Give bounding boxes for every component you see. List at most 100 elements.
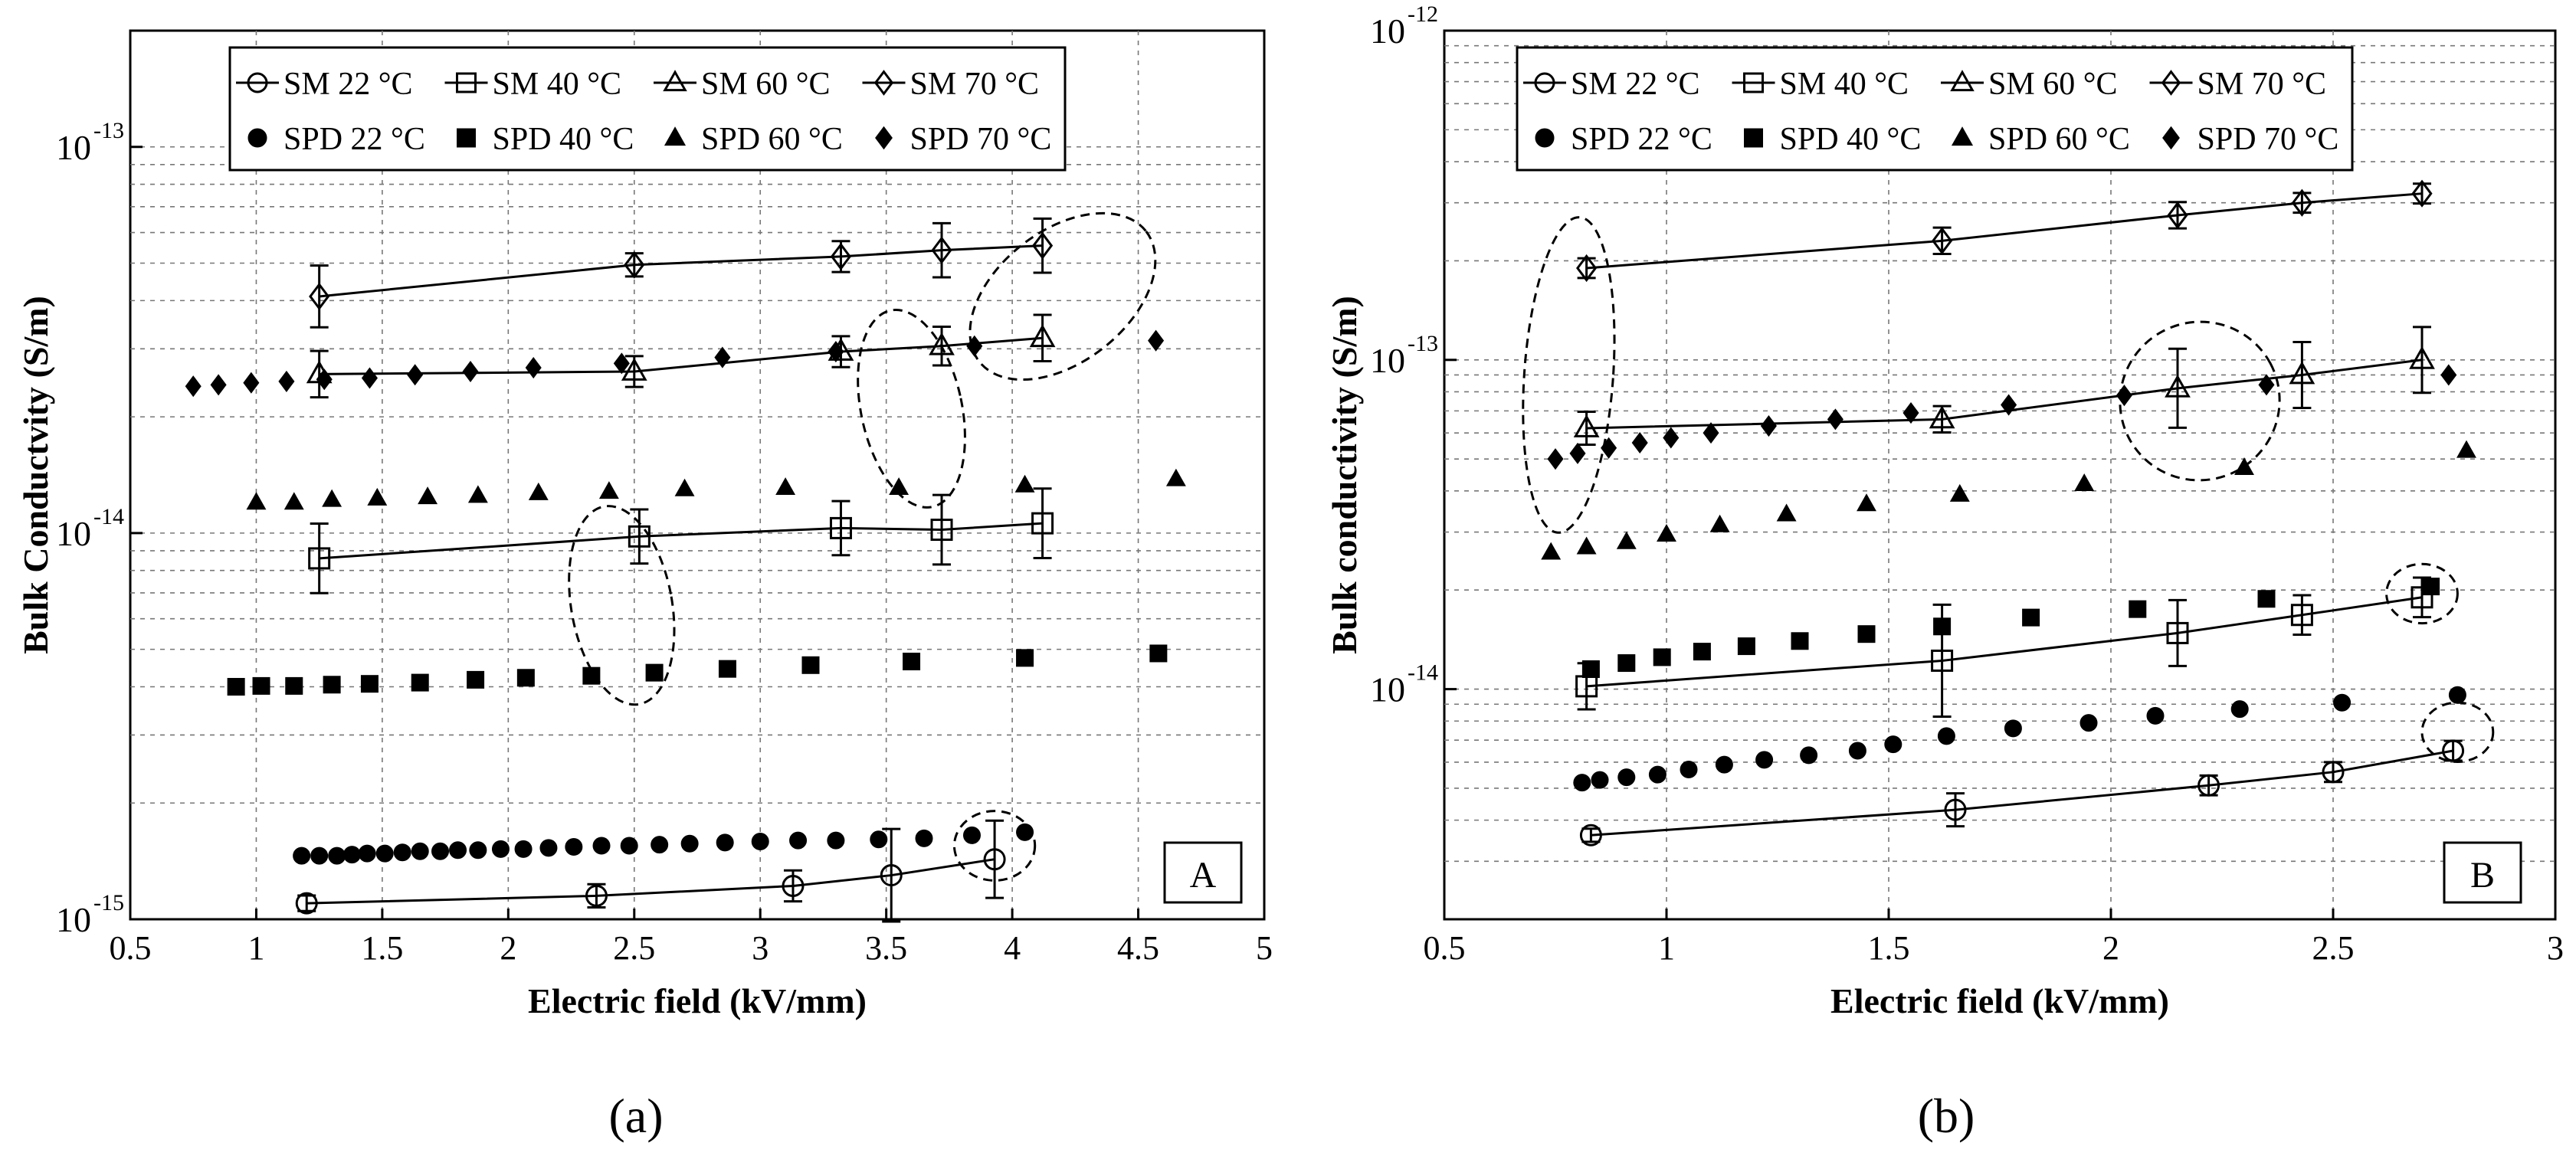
data-point-marker xyxy=(929,332,955,355)
series-group xyxy=(1547,364,2457,470)
x-tick-label: 3.5 xyxy=(865,929,907,967)
highlight-ellipse xyxy=(2420,701,2495,763)
data-point-marker xyxy=(1029,324,1056,348)
data-point-marker xyxy=(2409,345,2435,369)
data-point-marker xyxy=(2289,361,2315,385)
data-point-marker xyxy=(185,375,202,398)
data-point-marker xyxy=(592,837,611,855)
legend-label: SM 60 °C xyxy=(1988,67,2118,102)
data-point-marker xyxy=(1848,742,1866,760)
data-point-marker xyxy=(2146,706,2165,725)
data-point-marker xyxy=(674,478,695,496)
data-point-marker xyxy=(2456,440,2476,458)
data-point-marker xyxy=(1737,637,1755,656)
data-point-marker xyxy=(308,547,331,570)
series-group xyxy=(227,644,1168,696)
data-point-marker xyxy=(624,250,645,279)
data-point-marker xyxy=(246,492,267,510)
data-point-marker xyxy=(449,841,467,860)
data-point-marker xyxy=(2411,179,2433,208)
data-point-marker xyxy=(1616,531,1637,549)
data-point-marker xyxy=(360,675,379,693)
data-point-marker xyxy=(322,489,342,507)
legend-item: SM 22 °C xyxy=(236,67,413,102)
data-point-marker xyxy=(2166,621,2189,644)
legend-label: SPD 60 °C xyxy=(1988,122,2130,157)
x-tick-label: 1 xyxy=(1658,929,1675,967)
data-point-marker xyxy=(1744,128,1763,148)
data-point-marker xyxy=(539,839,558,857)
data-point-marker xyxy=(2410,586,2433,609)
legend-label: SPD 60 °C xyxy=(701,122,843,157)
data-point-marker xyxy=(829,516,852,539)
data-point-marker xyxy=(2333,693,2352,712)
data-point-marker xyxy=(1857,625,1876,643)
legend-label: SPD 22 °C xyxy=(1571,122,1712,157)
data-point-marker xyxy=(1653,648,1671,666)
y-tick-exponent: -14 xyxy=(93,504,124,529)
highlight-ellipse xyxy=(968,211,1157,381)
plot-frame-b xyxy=(1443,29,2557,921)
y-tick-label: 10 xyxy=(56,514,91,553)
panel-letter-box-b: B xyxy=(2443,841,2522,904)
data-point-marker xyxy=(516,669,535,687)
series-a xyxy=(185,217,1186,923)
data-point-marker xyxy=(582,666,601,685)
data-point-marker xyxy=(1693,643,1711,661)
data-point-marker xyxy=(1165,468,1186,486)
data-point-marker xyxy=(411,842,429,860)
data-point-marker xyxy=(621,358,647,381)
data-point-marker xyxy=(1617,654,1636,673)
data-point-marker xyxy=(716,833,734,852)
data-point-marker xyxy=(1932,227,1953,255)
data-point-marker xyxy=(598,481,619,499)
series-group xyxy=(185,329,1165,398)
legend-item: SM 40 °C xyxy=(1732,67,1909,102)
data-point-marker xyxy=(645,663,664,682)
data-point-marker xyxy=(827,831,845,850)
data-point-marker xyxy=(1791,632,1809,650)
data-point-marker xyxy=(2290,604,2313,627)
data-point-marker xyxy=(830,242,852,271)
legend-label: SM 70 °C xyxy=(2197,67,2327,102)
series-group xyxy=(1579,739,2465,846)
data-point-marker xyxy=(456,72,477,93)
data-point-marker xyxy=(873,70,894,96)
data-point-marker xyxy=(1031,512,1054,535)
data-point-marker xyxy=(1800,746,1818,765)
ellipses-a xyxy=(568,211,1157,882)
data-point-marker xyxy=(903,653,921,671)
data-point-marker xyxy=(718,660,736,678)
data-point-marker xyxy=(962,826,981,844)
series-group xyxy=(295,819,1006,923)
data-point-marker xyxy=(469,841,487,860)
data-point-marker xyxy=(1148,329,1165,352)
data-point-marker xyxy=(361,367,378,389)
legend-label: SPD 70 °C xyxy=(910,122,1052,157)
legend-item: SPD 70 °C xyxy=(875,122,1052,157)
data-point-marker xyxy=(2162,126,2180,150)
data-point-marker xyxy=(1709,514,1730,532)
data-point-marker xyxy=(2129,600,2147,618)
data-point-marker xyxy=(431,842,450,860)
data-point-marker xyxy=(2440,364,2457,386)
data-point-marker xyxy=(1579,824,1602,846)
data-point-marker xyxy=(680,834,699,853)
y-tick-exponent: -13 xyxy=(1408,331,1438,356)
data-point-marker xyxy=(1951,126,1974,146)
data-point-marker xyxy=(1931,649,1954,672)
data-point-marker xyxy=(1680,761,1698,779)
data-point-marker xyxy=(1569,442,1586,464)
data-point-marker xyxy=(310,846,329,865)
data-point-marker xyxy=(411,673,429,692)
highlight-ellipse xyxy=(568,505,676,706)
data-point-marker xyxy=(247,72,268,93)
data-point-marker xyxy=(309,282,330,311)
data-point-marker xyxy=(565,837,583,856)
legend-item: SM 40 °C xyxy=(444,67,621,102)
data-point-marker xyxy=(828,340,844,363)
data-point-marker xyxy=(775,477,796,496)
